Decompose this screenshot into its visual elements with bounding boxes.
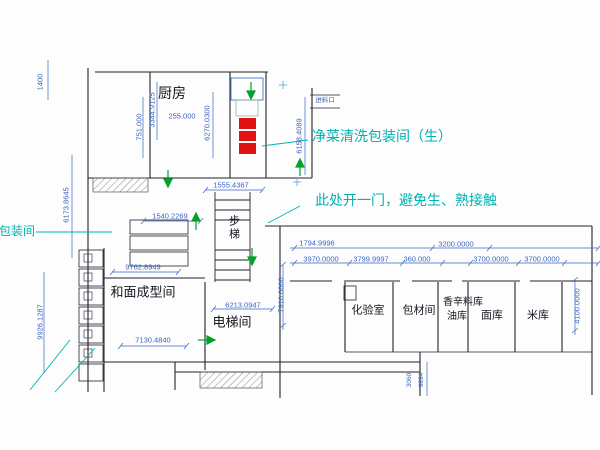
hatched-zone-top bbox=[92, 177, 149, 193]
room-label-stairs: 步梯 bbox=[227, 215, 240, 241]
dim-3060: 3060 bbox=[405, 372, 413, 388]
room-label-rice: 米库 bbox=[527, 309, 549, 322]
arrow-down-hall bbox=[247, 248, 257, 267]
dim-3200: 3200.0000 bbox=[438, 239, 474, 249]
dim-6270: 6270.0300 bbox=[202, 105, 212, 141]
dim-6213: 6213.0947 bbox=[225, 300, 261, 310]
room-label-kitchen: 厨房 bbox=[158, 85, 186, 101]
room-label-pack-material: 包材间 bbox=[402, 304, 436, 317]
wall-lines bbox=[87, 68, 593, 398]
dim-255: 255.000 bbox=[168, 111, 196, 121]
dim-1555: 1555.4367 bbox=[213, 180, 249, 190]
dim-6173: 6173.8645 bbox=[61, 187, 71, 223]
dim-3970: 3970.0000 bbox=[303, 254, 339, 264]
red-machine bbox=[239, 118, 256, 154]
dim-751: 751.000 bbox=[134, 113, 144, 141]
room-label-lab: 化验室 bbox=[351, 304, 385, 317]
arrow-down-kitchen bbox=[163, 170, 173, 189]
dim-6158: 6158.4089 bbox=[294, 118, 304, 154]
arrow-up-corridor bbox=[295, 157, 305, 176]
small-room-column bbox=[78, 249, 104, 382]
label-feed-inlet: 进料口 bbox=[315, 96, 335, 104]
arrow-up-stairs bbox=[191, 211, 201, 230]
dim-7910: 7910.0000 bbox=[276, 277, 286, 313]
note-door: 此处开一门，避免生、熟接触 bbox=[315, 192, 497, 208]
dim-1400: 1400 bbox=[35, 73, 45, 91]
dim-3344: 3344.9125 bbox=[147, 92, 157, 128]
cross-marks bbox=[279, 81, 301, 186]
feed-equipment bbox=[230, 77, 264, 117]
dim-9762: 9762.8949 bbox=[125, 262, 161, 272]
dim-3799: 3799.9997 bbox=[353, 254, 389, 264]
dim-9926: 9926.1287 bbox=[35, 304, 45, 340]
stairwell bbox=[214, 192, 251, 282]
room-label-flour: 面库 bbox=[481, 309, 503, 322]
dim-1540: 1540.2269 bbox=[152, 211, 188, 221]
dim-360: 360.000 bbox=[403, 254, 431, 264]
room-label-clean-wash: 净菜清洗包装间（生） bbox=[312, 128, 452, 144]
room-label-kneading: 和面成型间 bbox=[110, 284, 176, 300]
dim-3700-b: 3700.0000 bbox=[524, 254, 560, 264]
leader-lines bbox=[29, 139, 309, 393]
dim-7130: 7130.4840 bbox=[135, 335, 171, 345]
arrow-down-feed bbox=[246, 82, 256, 101]
arrow-right-elevator bbox=[198, 335, 217, 345]
room-label-packaging: 包装间 bbox=[0, 224, 36, 238]
hatched-zone-bottom bbox=[199, 371, 263, 389]
room-label-spice: 香辛料库 bbox=[443, 297, 483, 308]
dim-4100: 4100.0000 bbox=[572, 288, 582, 324]
dimension-lines bbox=[43, 60, 600, 396]
room-label-elevator: 电梯间 bbox=[212, 314, 252, 330]
dim-3700-a: 3700.0000 bbox=[473, 254, 509, 264]
dim-9894: 9894 bbox=[417, 372, 425, 388]
room-label-oil: 油库 bbox=[447, 311, 467, 322]
dim-1794: 1794.9996 bbox=[299, 238, 335, 248]
equipment-tables bbox=[129, 219, 357, 301]
flow-arrows bbox=[163, 82, 305, 345]
